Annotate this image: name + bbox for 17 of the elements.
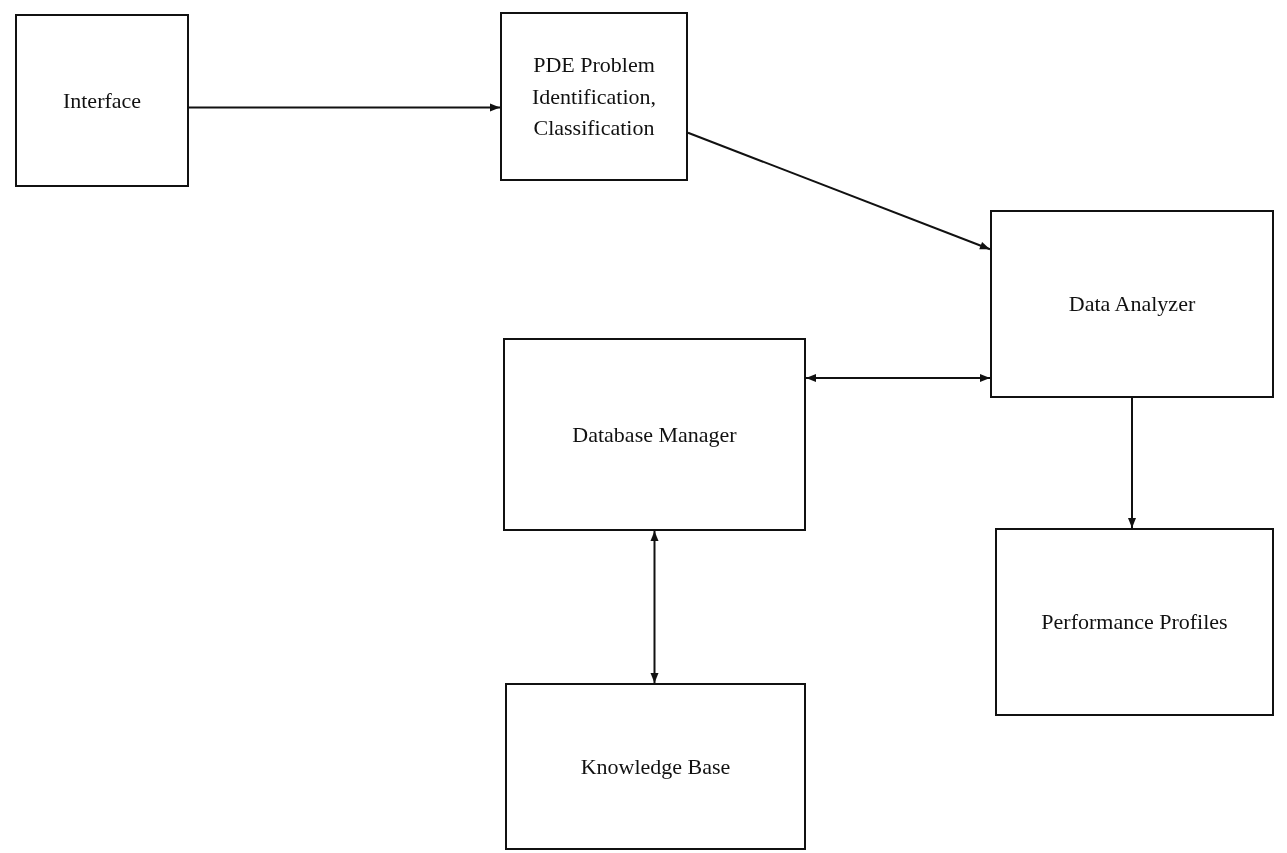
arrow (650, 530, 659, 684)
process-box (15, 14, 189, 187)
box-label: Interface (62, 86, 142, 115)
process-box (500, 12, 688, 181)
box-label: Knowledge Base (580, 752, 731, 781)
arrow (1128, 397, 1136, 529)
box-label: PDE Problem Identification, Classification (531, 50, 657, 143)
arrow (188, 103, 501, 112)
arrow (805, 374, 991, 382)
box-label: Database Manager (572, 420, 737, 449)
process-box (503, 338, 806, 531)
arrow (687, 131, 991, 251)
process-box (990, 210, 1274, 398)
box-label: Data Analyzer (1068, 290, 1196, 319)
box-label: Performance Profiles (1041, 608, 1228, 637)
process-box (505, 683, 806, 850)
process-box (995, 528, 1274, 716)
